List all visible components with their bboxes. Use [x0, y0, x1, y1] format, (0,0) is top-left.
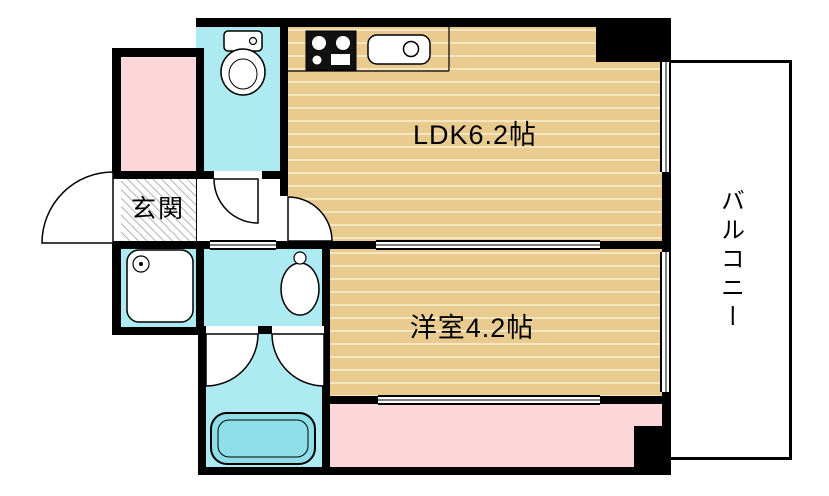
wall-segment [196, 18, 671, 27]
closet-room-top-left [112, 48, 204, 179]
wall-segment [198, 327, 206, 475]
wall-segment [280, 18, 288, 196]
door-opening [206, 326, 258, 334]
toilet-icon [220, 30, 266, 96]
wall-segment [112, 48, 121, 179]
wall-segment [262, 171, 288, 179]
entrance-label: 玄関 [130, 195, 185, 223]
western-room [322, 241, 671, 401]
wall-segment [600, 241, 671, 249]
wall-pillar [596, 18, 671, 62]
wall-segment [112, 48, 204, 57]
wall-segment [288, 241, 376, 249]
kitchen-stove-icon [305, 30, 357, 71]
entrance-door-arc [41, 171, 114, 244]
wall-segment [662, 18, 671, 467]
door-opening [272, 326, 324, 334]
unit-bath-icon [126, 249, 194, 323]
ldk-label: LDK6.2帖 [412, 120, 538, 150]
toilet-door-arc [213, 178, 259, 224]
entrance-tile-hatch [121, 179, 196, 241]
wall-segment [112, 171, 214, 179]
kitchen-sink-icon [288, 27, 450, 72]
wall-pillar [634, 426, 671, 467]
western-room-label: 洋室4.2帖 [409, 313, 535, 343]
wall-segment [112, 243, 121, 335]
laundry-door-arc-left [205, 333, 259, 387]
wall-segment [322, 396, 378, 404]
bathtub-icon [210, 412, 316, 465]
entrance-step-line [196, 179, 197, 241]
wall-segment [600, 396, 671, 404]
balcony-window-western-room [660, 252, 671, 392]
wall-segment [112, 327, 206, 335]
wall-segment [198, 326, 330, 334]
wall-segment [196, 241, 204, 335]
sliding-door-western-room-closet [378, 395, 600, 405]
washbasin-icon [280, 251, 320, 316]
balcony-label: バルコニー [716, 187, 744, 333]
wall-segment [322, 241, 330, 475]
ldk-door-arc [287, 196, 333, 242]
sliding-door-ldk-western-room [376, 240, 600, 250]
balcony-window-ldk [660, 62, 671, 172]
wall-segment [196, 48, 204, 171]
wall-segment [112, 241, 210, 249]
wall-segment [198, 467, 671, 475]
sliding-door-hall-washroom [210, 240, 276, 250]
laundry-door-arc-right [271, 333, 325, 387]
balcony: バルコニー [668, 60, 792, 460]
closet-room-bottom [322, 396, 671, 475]
